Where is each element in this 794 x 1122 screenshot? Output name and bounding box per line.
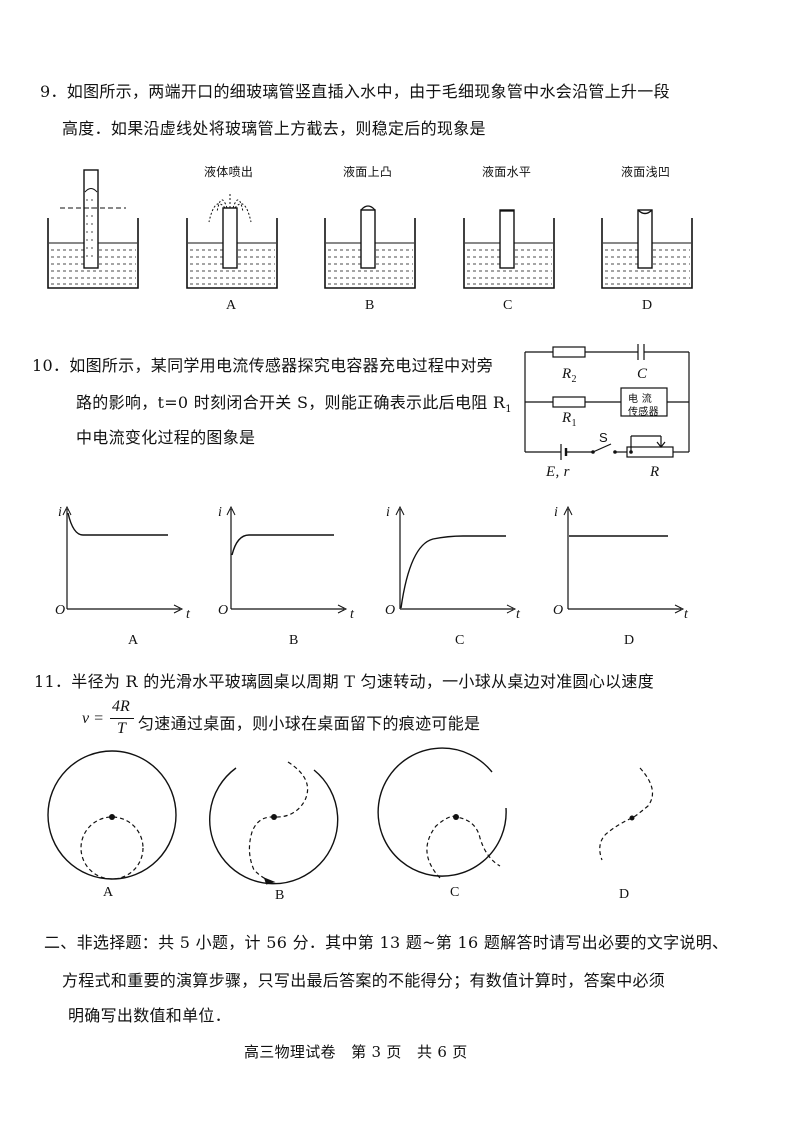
q10-label-sensor-1: 电 流 (628, 394, 653, 405)
q10-graph-d-t: t (684, 607, 689, 622)
q9-caption-b: 液面上凸 (343, 165, 393, 179)
q9-figure-d (601, 209, 693, 289)
q9-caption-a: 液体喷出 (204, 165, 254, 179)
q10-graph-b (226, 505, 348, 614)
q11-line2: 匀速通过桌面，则小球在桌面留下的痕迹可能是 (138, 714, 481, 733)
q9-option-c: C (503, 298, 513, 313)
q9-option-b: B (365, 298, 375, 313)
q10-graph-b-i: i (218, 505, 223, 520)
q9-line2: 高度．如果沿虚线处将玻璃管上方截去，则稳定后的现象是 (62, 119, 486, 138)
q11-option-d: D (619, 887, 630, 902)
q9-option-d: D (642, 298, 653, 313)
q9-option-a: A (226, 298, 237, 313)
q10-option-b: B (289, 633, 299, 648)
q10-graph-a-i: i (58, 505, 63, 520)
q10-graph-a-t: t (186, 607, 191, 622)
section2-line3: 明确写出数值和单位． (68, 1006, 232, 1025)
q10-graph-c-t: t (516, 607, 521, 622)
q11-frac-bar (110, 718, 134, 719)
q10-label-switch: S (599, 430, 608, 445)
page-footer: 高三物理试卷 第 3 页 共 6 页 (244, 1043, 468, 1061)
q9-figure-original (47, 169, 139, 289)
q10-label-battery: E, r (546, 464, 570, 480)
q10-option-c: C (455, 633, 465, 648)
section2-line1: 二、非选择题：共 5 小题，计 56 分．其中第 13 题~第 16 题解答时请… (44, 933, 729, 952)
q10-label-c: C (637, 366, 648, 382)
q10-graph-d (563, 505, 685, 614)
q9-caption-d: 液面浅凹 (621, 165, 671, 179)
q11-figure-d (599, 767, 654, 861)
q10-line3: 中电流变化过程的图象是 (76, 428, 256, 447)
q10-graph-d-o: O (553, 603, 564, 618)
q10-label-sensor-2: 传感器 (628, 407, 659, 418)
q10-label-r1: R1 (562, 410, 577, 429)
q11-figure-a (47, 750, 177, 880)
section2-line2: 方程式和重要的演算步骤，只写出最后答案的不能得分；有数值计算时，答案中必须 (62, 971, 666, 990)
q10-label-rheostat: R (650, 464, 660, 480)
q10-graph-d-i: i (554, 505, 559, 520)
q10-graph-b-t: t (350, 607, 355, 622)
q11-option-a: A (103, 885, 114, 900)
q11-frac-num: 4R (112, 698, 130, 715)
q10-option-d: D (624, 633, 635, 648)
q9-figure-c (463, 209, 555, 289)
q11-v-prefix: v = (82, 710, 104, 727)
q11-option-b: B (275, 888, 285, 903)
q11-option-c: C (450, 885, 460, 900)
q11-line1: 11．半径为 R 的光滑水平玻璃圆桌以周期 T 匀速转动，一小球从桌边对准圆心以… (34, 672, 655, 691)
q11-figure-c (377, 747, 507, 879)
q9-figure-a (186, 194, 278, 289)
q9-caption-c: 液面水平 (482, 165, 532, 179)
q10-graph-c-o: O (385, 603, 396, 618)
q11-figure-b (209, 761, 339, 885)
q10-line1: 10．如图所示，某同学用电流传感器探究电容器充电过程中对旁 (32, 356, 494, 375)
q10-label-r2: R2 (562, 366, 577, 385)
q10-circuit-diagram (524, 344, 690, 460)
q10-line2: 路的影响，t=0 时刻闭合开关 S，则能正确表示此后电阻 R1 (76, 393, 512, 416)
q10-graph-c (395, 505, 517, 614)
q9-line1: 9．如图所示，两端开口的细玻璃管竖直插入水中，由于毛细现象管中水会沿管上升一段 (40, 82, 670, 101)
q10-graph-a (62, 505, 184, 614)
q11-frac-den: T (117, 720, 126, 737)
q9-figure-b (324, 205, 416, 289)
q10-graph-a-o: O (55, 603, 66, 618)
q10-graph-c-i: i (386, 505, 391, 520)
q10-option-a: A (128, 633, 139, 648)
q10-graph-b-o: O (218, 603, 229, 618)
